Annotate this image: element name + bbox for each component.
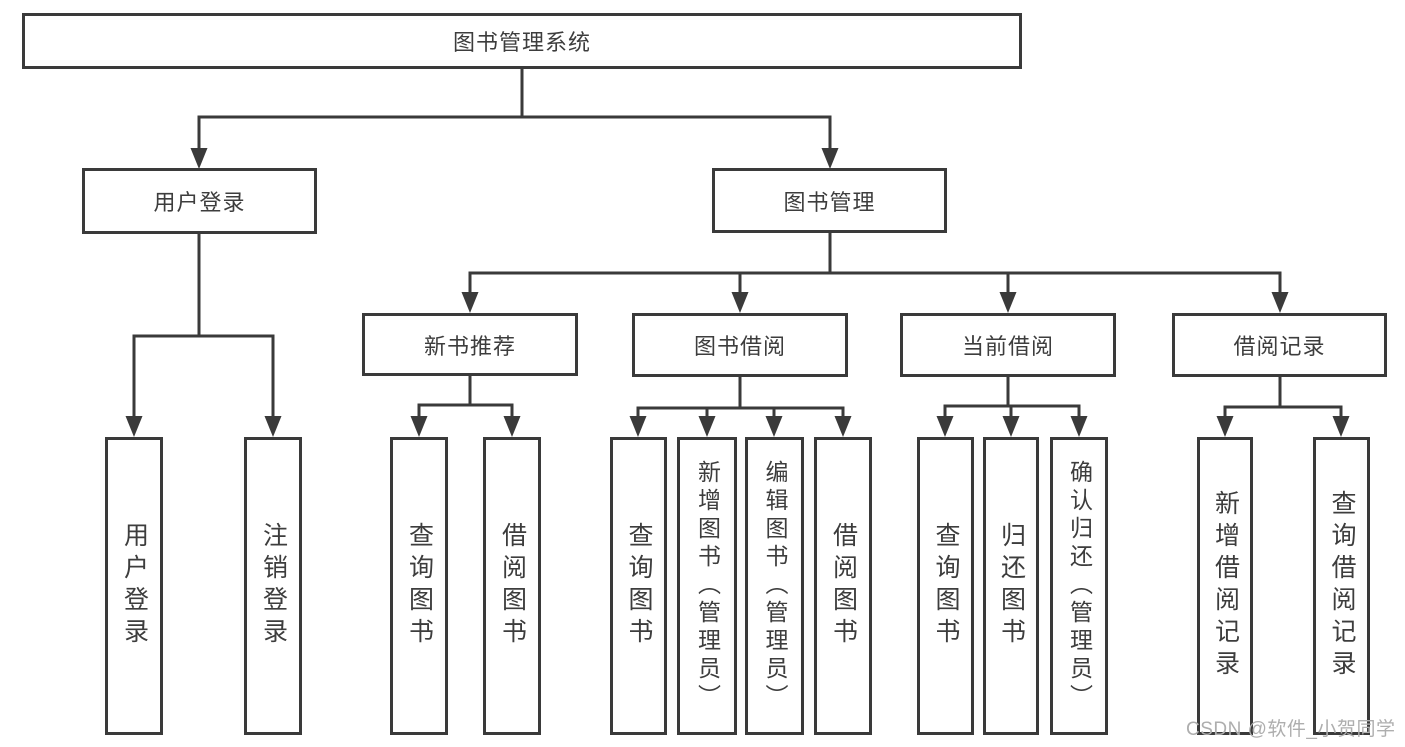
node-nbr-borrow-books: 借阅图书 <box>483 437 541 735</box>
node-current-borrow-label: 当前借阅 <box>961 334 1054 359</box>
node-book-borrow-label: 图书借阅 <box>693 334 786 359</box>
node-cb-confirm-return: 确认归还（管理员） <box>1050 437 1108 735</box>
node-cb-return-books: 归还图书 <box>983 437 1039 735</box>
node-bb-query-books-label: 查询图书 <box>625 522 653 650</box>
node-new-book-recommend-label: 新书推荐 <box>423 333 516 359</box>
node-cb-query-books-label: 查询图书 <box>932 522 960 650</box>
node-book-management: 图书管理 <box>712 168 947 233</box>
node-bb-edit-books: 编辑图书（管理员） <box>745 437 804 735</box>
node-book-management-label: 图书管理 <box>783 189 876 215</box>
node-logout-label: 注销登录 <box>259 522 288 650</box>
node-logout: 注销登录 <box>244 437 302 735</box>
node-bb-add-books-label: 新增图书（管理员） <box>694 460 721 712</box>
node-cb-confirm-return-label: 确认归还（管理员） <box>1066 460 1093 712</box>
node-user-login-label: 用户登录 <box>153 190 246 215</box>
node-user-login-leaf: 用户登录 <box>105 437 163 735</box>
node-current-borrow: 当前借阅 <box>900 313 1116 377</box>
node-nbr-query-books-label: 查询图书 <box>405 522 434 650</box>
node-bb-add-books: 新增图书（管理员） <box>677 437 737 735</box>
node-bb-query-books: 查询图书 <box>610 437 667 735</box>
node-bb-borrow-books: 借阅图书 <box>814 437 872 735</box>
node-br-add-record-label: 新增借阅记录 <box>1211 490 1240 682</box>
node-user-login-leaf-label: 用户登录 <box>120 522 149 650</box>
node-borrow-records-label: 借阅记录 <box>1233 334 1326 359</box>
node-br-query-record-label: 查询借阅记录 <box>1328 490 1356 682</box>
node-user-login: 用户登录 <box>82 168 317 234</box>
node-cb-query-books: 查询图书 <box>917 437 974 735</box>
node-nbr-borrow-books-label: 借阅图书 <box>498 522 527 650</box>
node-br-query-record: 查询借阅记录 <box>1313 437 1370 735</box>
node-bb-borrow-books-label: 借阅图书 <box>829 522 858 650</box>
node-cb-return-books-label: 归还图书 <box>997 522 1026 650</box>
csdn-watermark: CSDN @软件_小贺同学 <box>1186 719 1396 740</box>
node-br-add-record: 新增借阅记录 <box>1197 437 1253 735</box>
node-root-label: 图书管理系统 <box>452 30 591 55</box>
node-root: 图书管理系统 <box>22 13 1022 69</box>
node-book-borrow: 图书借阅 <box>632 313 848 377</box>
node-borrow-records: 借阅记录 <box>1172 313 1387 377</box>
node-new-book-recommend: 新书推荐 <box>362 313 578 376</box>
node-nbr-query-books: 查询图书 <box>390 437 448 735</box>
node-bb-edit-books-label: 编辑图书（管理员） <box>762 460 788 712</box>
